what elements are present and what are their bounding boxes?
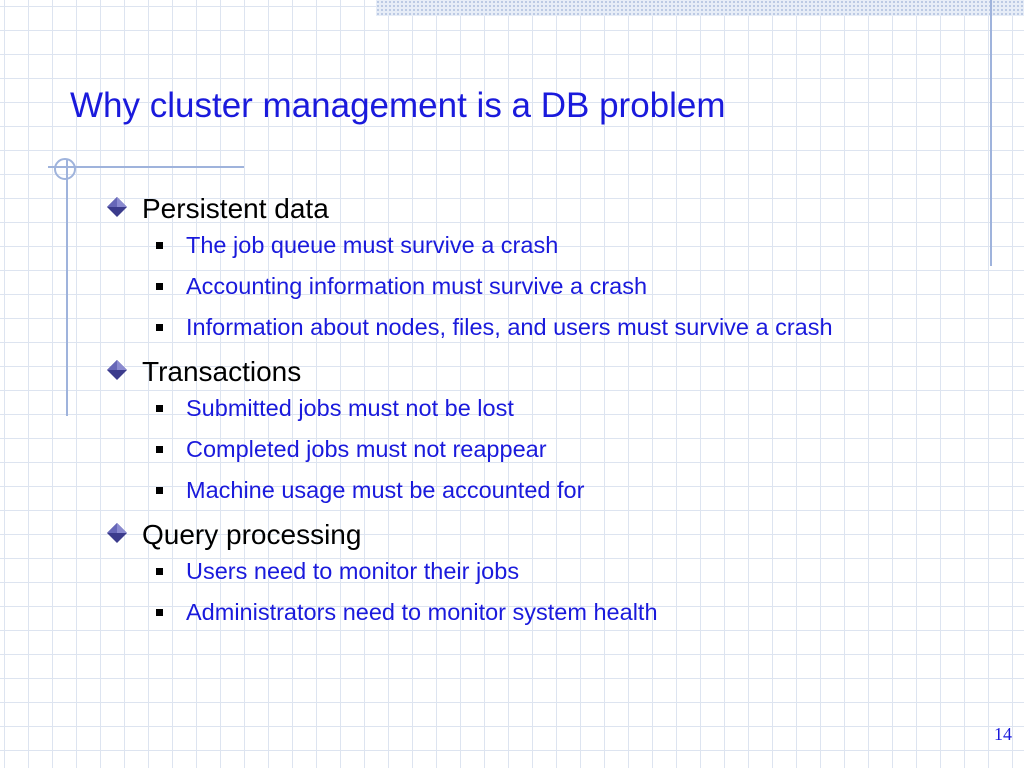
sub-bullet-text: Completed jobs must not reappear (186, 436, 547, 462)
square-bullet-icon (156, 283, 163, 290)
bullet-text: Transactions (142, 356, 302, 387)
bullet-item-persistent-data: Persistent data (0, 190, 1024, 230)
sub-bullet-item: Machine usage must be accounted for (0, 475, 1024, 516)
bullet-list: Persistent data The job queue must survi… (0, 190, 1024, 638)
right-vertical-rule (990, 0, 992, 266)
square-bullet-icon (156, 242, 163, 249)
square-bullet-icon (156, 324, 163, 331)
square-bullet-icon (156, 609, 163, 616)
top-decorative-band (376, 0, 1024, 16)
sub-bullet-item: Completed jobs must not reappear (0, 434, 1024, 475)
sub-bullet-text: Machine usage must be accounted for (186, 477, 585, 503)
crosshair-circle-icon (54, 158, 76, 180)
bullet-text: Persistent data (142, 193, 329, 224)
square-bullet-icon (156, 405, 163, 412)
square-bullet-icon (156, 487, 163, 494)
sub-bullet-text: Users need to monitor their jobs (186, 558, 520, 584)
sub-bullet-text: Administrators need to monitor system he… (186, 599, 658, 625)
sub-bullet-item: Accounting information must survive a cr… (0, 271, 1024, 312)
left-vertical-rule (66, 160, 68, 416)
sub-bullet-item: Users need to monitor their jobs (0, 556, 1024, 597)
diamond-bullet-icon (107, 360, 127, 380)
square-bullet-icon (156, 568, 163, 575)
sub-bullet-item: Administrators need to monitor system he… (0, 597, 1024, 638)
sub-bullet-item: Information about nodes, files, and user… (0, 312, 1024, 353)
sub-bullet-text: Submitted jobs must not be lost (186, 395, 514, 421)
sub-bullet-text: The job queue must survive a crash (186, 232, 559, 258)
title-underline-rule (48, 166, 244, 168)
sub-bullet-text: Accounting information must survive a cr… (186, 273, 648, 299)
diamond-bullet-icon (107, 523, 127, 543)
bullet-item-transactions: Transactions (0, 353, 1024, 393)
slide-title: Why cluster management is a DB problem (70, 86, 726, 125)
sub-bullet-item: The job queue must survive a crash (0, 230, 1024, 271)
bullet-text: Query processing (142, 519, 362, 550)
sub-bullet-text: Information about nodes, files, and user… (186, 314, 833, 340)
bullet-item-query-processing: Query processing (0, 516, 1024, 556)
square-bullet-icon (156, 446, 163, 453)
sub-bullet-item: Submitted jobs must not be lost (0, 393, 1024, 434)
diamond-bullet-icon (107, 197, 127, 217)
page-number: 14 (994, 724, 1012, 744)
